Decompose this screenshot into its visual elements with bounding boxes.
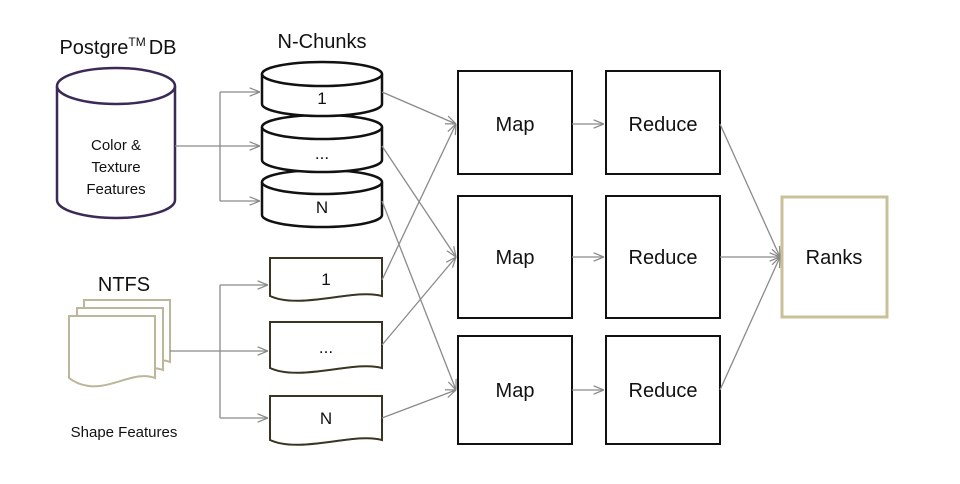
file-chunk-label-n: N (320, 409, 332, 428)
file-chunk-label-mid: ... (319, 338, 333, 357)
reduce-label-2: Reduce (629, 247, 698, 269)
map-to-reduce-arrows (572, 124, 604, 390)
map-label-2: Map (496, 247, 535, 269)
ntfs-document-stack (68, 299, 171, 388)
db-label-line2: Texture (91, 159, 140, 176)
ntfs-title: NTFS (98, 274, 150, 296)
map-box-2 (457, 195, 573, 319)
map-label-3: Map (496, 380, 535, 402)
reduce-box-1 (605, 70, 721, 175)
db-cylinder (55, 66, 177, 220)
map-box-3 (457, 335, 573, 445)
file-chunk-1 (269, 257, 383, 302)
reduce-label-1: Reduce (629, 114, 698, 136)
ranks-label: Ranks (806, 247, 863, 269)
ntfs-to-chunks-connector (170, 285, 268, 418)
chunk-label-mid: ... (315, 144, 329, 163)
reduce-to-ranks-arrows (719, 123, 780, 391)
map-label-1: Map (496, 114, 535, 136)
chunk-to-map-arrows (381, 91, 456, 419)
file-chunk-mid (269, 321, 383, 374)
map-box-1 (457, 70, 573, 175)
reduce-box-2 (605, 195, 721, 319)
reduce-box-3 (605, 335, 721, 445)
ntfs-caption: Shape Features (71, 424, 178, 441)
reduce-label-3: Reduce (629, 380, 698, 402)
file-chunk-n (269, 395, 383, 446)
chunk-label-n: N (316, 198, 328, 217)
chunk-cylinder-n (260, 168, 384, 229)
chunk-cylinder-1 (260, 60, 384, 118)
file-chunk-label-1: 1 (321, 270, 330, 289)
chunks-title: N-Chunks (278, 31, 367, 53)
db-label-line1: Color & (91, 137, 141, 154)
db-to-chunks-connector (175, 92, 260, 201)
chunk-label-1: 1 (317, 89, 326, 108)
ranks-box (780, 195, 889, 319)
db-label-line3: Features (86, 181, 145, 198)
chunk-cylinder-mid (260, 113, 384, 174)
